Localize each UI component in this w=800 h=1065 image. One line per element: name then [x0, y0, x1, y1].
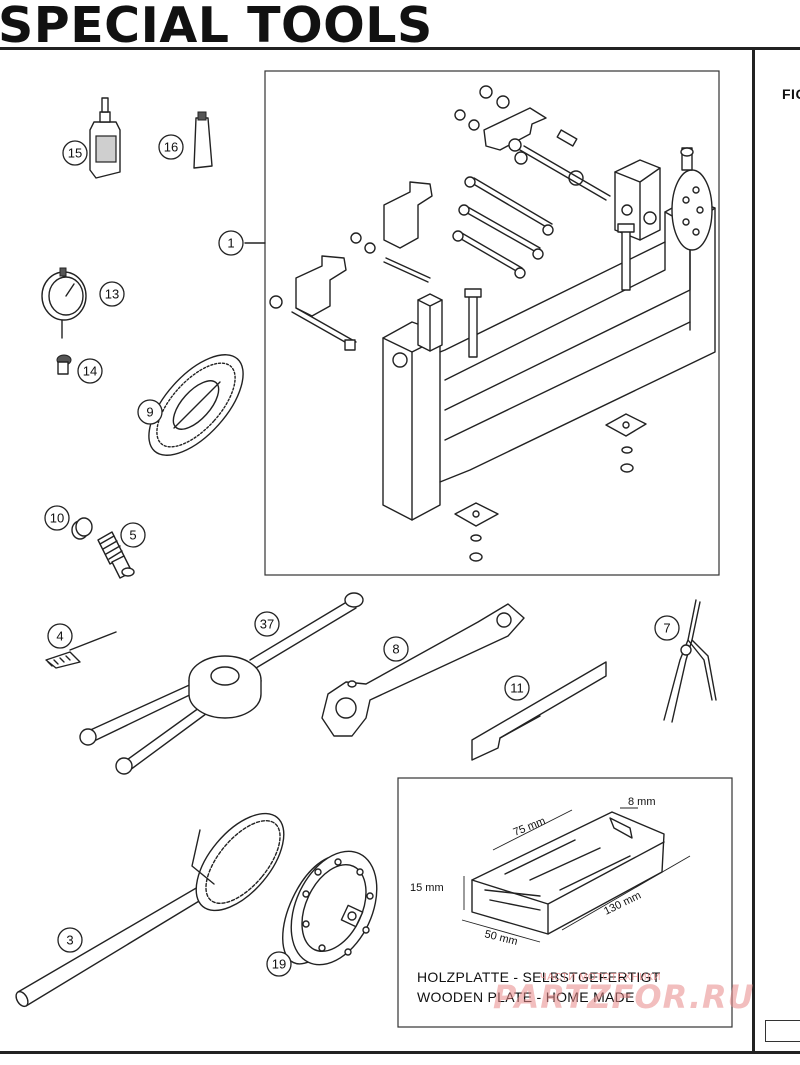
callout-label: 11: [510, 681, 524, 696]
callout-label: 8: [392, 642, 399, 657]
callout-37: 37: [254, 611, 280, 637]
callout-label: 13: [105, 287, 119, 302]
engine-stand-frame: [264, 70, 720, 576]
callout-label: 3: [66, 933, 73, 948]
rotor-puller-drawing: [282, 850, 378, 966]
callout-9: 9: [137, 399, 163, 425]
wooden-plate-drawing: [397, 777, 733, 1028]
callout-11: 11: [504, 675, 530, 701]
header-rule: [0, 47, 800, 50]
callout-10: 10: [44, 505, 70, 531]
wooden-plate-caption: HOLZPLATTE - SELBSTGEFERTIGT WOODEN PLAT…: [417, 967, 661, 1007]
loctite-bottle-drawing: [89, 97, 121, 179]
callout-label: 15: [68, 146, 82, 161]
circlip-pliers-drawing: [663, 599, 717, 723]
dim-50mm: 50 mm: [483, 928, 519, 948]
callout-15: 15: [62, 140, 88, 166]
page-title: SPECIAL TOOLS: [0, 0, 433, 54]
callout-14: 14: [77, 358, 103, 384]
callout-label: 14: [83, 364, 97, 379]
callout-8: 8: [383, 636, 409, 662]
feeler-tool-drawing: [45, 631, 117, 669]
wooden-plate-frame: [397, 777, 733, 1028]
footer-rule: [0, 1051, 800, 1054]
callout-7: 7: [654, 615, 680, 641]
flywheel-holder-drawing: [15, 812, 285, 1008]
dim-8mm: 8 mm: [628, 796, 656, 808]
callout-label: 9: [146, 405, 153, 420]
sealant-tube-drawing: [193, 111, 213, 169]
callout-1: 1: [218, 230, 244, 256]
callout-label: 10: [50, 511, 64, 526]
callout-label: 5: [129, 528, 136, 543]
callout-label: 4: [56, 629, 63, 644]
callout-19: 19: [266, 951, 292, 977]
side-divider: [752, 49, 755, 1052]
clutch-holder-drawing: [79, 592, 364, 775]
callout-label: 37: [260, 617, 274, 632]
engine-stand-drawing: [244, 70, 720, 576]
caption-german: HOLZPLATTE - SELBSTGEFERTIGT: [417, 969, 661, 985]
dim-75mm: 75 mm: [512, 815, 548, 839]
callout-label: 16: [164, 140, 178, 155]
callout-label: 7: [663, 621, 670, 636]
gauge-adapter-drawing: [56, 354, 72, 375]
dim-15mm: 15 mm: [410, 882, 444, 894]
spanner-drawing: [321, 603, 525, 737]
callout-13: 13: [99, 281, 125, 307]
caption-english: WOODEN PLATE - HOME MADE: [417, 989, 635, 1005]
watermark-logo: PARTZFOR.RU: [493, 978, 755, 1016]
callout-16: 16: [158, 134, 184, 160]
callout-label: 1: [227, 236, 234, 251]
degree-wheel-drawing: [148, 354, 244, 456]
side-panel-box: [765, 1020, 800, 1042]
callout-5: 5: [120, 522, 146, 548]
callout-4: 4: [47, 623, 73, 649]
callout-label: 19: [272, 957, 286, 972]
watermark-subtitle: ЧАСТИ МОТОТЕХНИКИ: [540, 972, 661, 983]
dial-gauge-drawing: [41, 267, 87, 339]
callout-3: 3: [57, 927, 83, 953]
locking-strip-drawing: [471, 661, 607, 761]
side-panel-heading: FIG: [782, 86, 800, 102]
bushing-and-puller-drawing: [71, 517, 135, 579]
